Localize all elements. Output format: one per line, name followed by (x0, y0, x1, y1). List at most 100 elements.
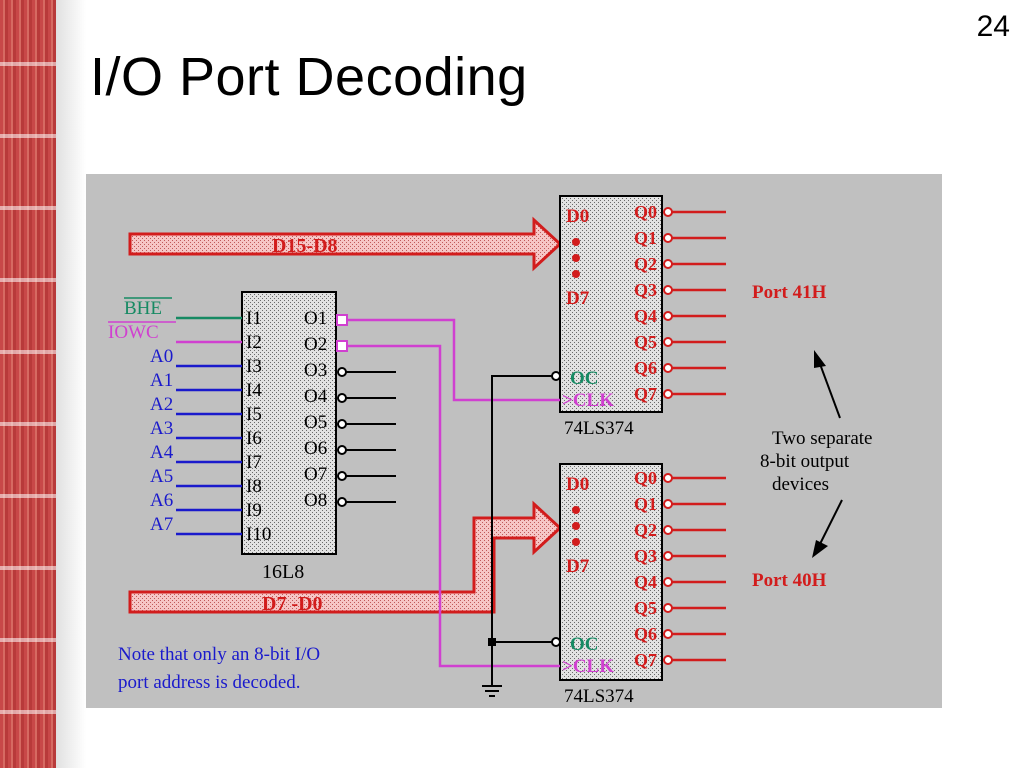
decoder-input-pin-label: I5 (246, 404, 262, 425)
latch-output-pin-label: Q4 (634, 306, 657, 326)
latch-bottom-ellipsis-dot (572, 522, 580, 530)
decoder-input-signal-label: A3 (150, 418, 173, 439)
decoder-input-signal-label: A4 (150, 442, 174, 463)
ground-symbol (482, 685, 502, 697)
latch-output-bubble (663, 259, 673, 269)
latch-top-d7-label: D7 (566, 288, 590, 309)
slide-title: I/O Port Decoding (90, 47, 528, 107)
side-border-shadow (56, 0, 86, 768)
output-inversion-bubble (337, 367, 347, 377)
latch-output-pin-label: Q6 (634, 624, 657, 644)
decoder-input-pin-label: I8 (246, 476, 262, 497)
latch-top-name: 74LS374 (564, 418, 634, 439)
latch-output-bubble (663, 363, 673, 373)
latch-output-bubble (663, 233, 673, 243)
decoder-chip-name: 16L8 (262, 561, 304, 583)
latch-output-bubble (663, 285, 673, 295)
decoder-input-pin-label: I3 (246, 356, 262, 377)
output-inversion-bubble (337, 471, 347, 481)
decorative-side-border (0, 0, 56, 768)
decoder-output-pin-label: O2 (304, 334, 327, 355)
latch-output-bubble (663, 603, 673, 613)
o1-to-top-clk-wire (348, 318, 560, 402)
output-inversion-bubble (337, 419, 347, 429)
latch-output-bubble (663, 337, 673, 347)
o2-to-bottom-clk-wire (348, 344, 560, 668)
note-line-2: port address is decoded. (118, 672, 301, 693)
decoder-output-pin-label: O7 (304, 464, 327, 485)
latch-output-bubble (663, 311, 673, 321)
latch-top-ellipsis-dot (572, 270, 580, 278)
output-inversion-bubble (336, 340, 348, 352)
latch-bottom-oc-label: OC (570, 634, 599, 655)
bus-high-label: D15-D8 (272, 235, 338, 257)
arrow-to-port-41h (814, 350, 841, 419)
data-bus-low (128, 500, 563, 614)
bottom-oc-bubble (551, 637, 561, 647)
decoder-chip-16L8 (241, 291, 337, 555)
latch-bottom-d0-label: D0 (566, 474, 589, 495)
latch-output-pin-label: Q5 (634, 598, 657, 618)
decoder-input-pin-label: I7 (246, 452, 262, 473)
decoder-output-pin-label: O6 (304, 438, 327, 459)
latch-top-chip (559, 195, 663, 413)
latch-output-pin-label: Q4 (634, 572, 657, 592)
latch-output-pin-label: Q5 (634, 332, 657, 352)
annotation-line-2: 8-bit output (760, 451, 850, 472)
decoder-input-signal-label: IOWC (108, 322, 159, 343)
latch-bottom-name: 74LS374 (564, 686, 634, 707)
latch-output-pin-label: Q3 (634, 280, 657, 300)
latch-bottom-chip (559, 463, 663, 681)
latch-output-pin-label: Q7 (634, 650, 657, 670)
latch-top-d0-label: D0 (566, 206, 589, 227)
output-inversion-bubble (337, 497, 347, 507)
decoder-output-pin-label: O3 (304, 360, 327, 381)
annotation-line-3: devices (772, 474, 829, 495)
decoder-input-signal-label: A5 (150, 466, 173, 487)
latch-output-pin-label: Q2 (634, 254, 657, 274)
decoder-input-signal-label: BHE (124, 298, 162, 319)
latch-top-ellipsis-dot (572, 238, 580, 246)
latch-output-pin-label: Q7 (634, 384, 657, 404)
latch-output-bubble (663, 525, 673, 535)
decoder-output-pin-label: O5 (304, 412, 327, 433)
diagram-background (86, 174, 942, 708)
latch-top-oc-label: OC (570, 368, 599, 389)
decoder-input-pin-label: I4 (246, 380, 262, 401)
slide-number: 24 (976, 10, 1010, 43)
arrow-to-port-40h (812, 499, 843, 558)
latch-output-bubble (663, 473, 673, 483)
decoder-input-pin-label: I10 (246, 524, 271, 545)
decoder-input-signal-label: A6 (150, 490, 173, 511)
decoder-input-signal-label: A2 (150, 394, 173, 415)
latch-bottom-clk-label: >CLK (562, 656, 614, 677)
note-line-1: Note that only an 8-bit I/O (118, 644, 320, 665)
junction-dot (488, 638, 496, 646)
latch-output-bubble (663, 389, 673, 399)
decoder-output-pin-label: O8 (304, 490, 327, 511)
latch-output-bubble (663, 629, 673, 639)
latch-output-bubble (663, 551, 673, 561)
decoder-output-pin-label: O4 (304, 386, 328, 407)
decoder-output-pin-label: O1 (304, 308, 327, 329)
latch-bottom-ellipsis-dot (572, 538, 580, 546)
output-inversion-bubble (336, 314, 348, 326)
latch-bottom-ellipsis-dot (572, 506, 580, 514)
decoder-input-signal-label: A7 (150, 514, 173, 535)
port-40h-label: Port 40H (752, 570, 827, 591)
decoder-input-signal-label: A1 (150, 370, 173, 391)
latch-output-pin-label: Q6 (634, 358, 657, 378)
latch-output-bubble (663, 577, 673, 587)
latch-output-bubble (663, 207, 673, 217)
latch-output-pin-label: Q2 (634, 520, 657, 540)
annotation-line-1: Two separate (772, 428, 872, 449)
latch-output-pin-label: Q0 (634, 468, 657, 488)
decoder-input-signal-label: A0 (150, 346, 173, 367)
decoder-input-pin-label: I6 (246, 428, 262, 449)
latch-output-pin-label: Q1 (634, 494, 657, 514)
decoder-input-pin-label: I9 (246, 500, 262, 521)
